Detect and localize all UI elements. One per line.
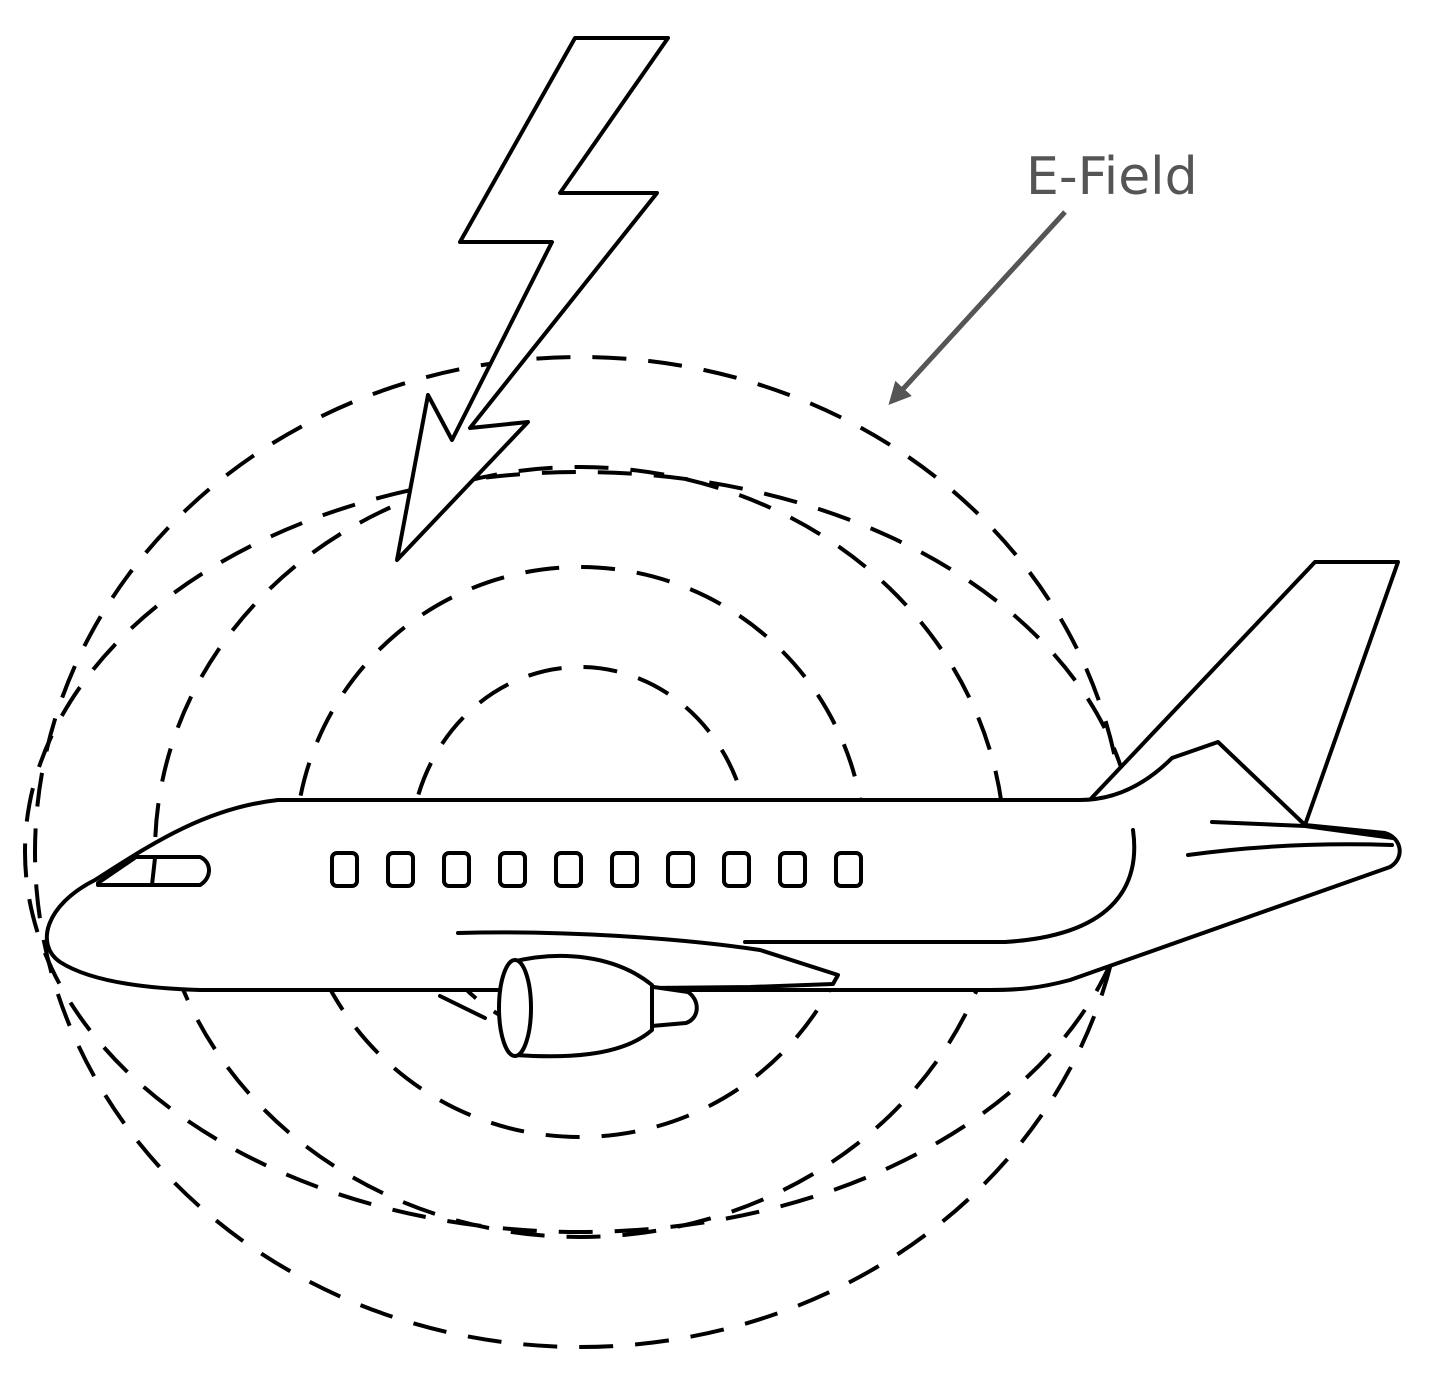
cabin-window (834, 851, 863, 888)
engine (438, 953, 699, 1059)
cabin-window (498, 851, 527, 888)
e-field-arrow (888, 210, 1067, 405)
tail-seam (743, 828, 1137, 944)
cabin-window (778, 851, 807, 888)
airplane-icon (44, 560, 1402, 1059)
cabin-window (722, 851, 751, 888)
lightning-bolt-icon (395, 36, 670, 562)
cabin-window (666, 851, 695, 888)
cabin-window (442, 851, 471, 888)
engine-exhaust (638, 983, 699, 1029)
e-field-label: E-Field (1026, 147, 1198, 207)
cabin-windows (330, 851, 863, 888)
engine-nacelle (510, 953, 654, 1059)
cabin-window (330, 851, 359, 888)
stabilizer-lower-edge (1186, 842, 1394, 857)
horizontal-stabilizer (1210, 820, 1395, 840)
cabin-window (554, 851, 583, 888)
engine-pylon (438, 994, 487, 1020)
engine-intake (497, 958, 533, 1058)
cabin-window (610, 851, 639, 888)
cockpit-window-divider (150, 856, 157, 887)
wing (456, 930, 840, 990)
cabin-window (386, 851, 415, 888)
